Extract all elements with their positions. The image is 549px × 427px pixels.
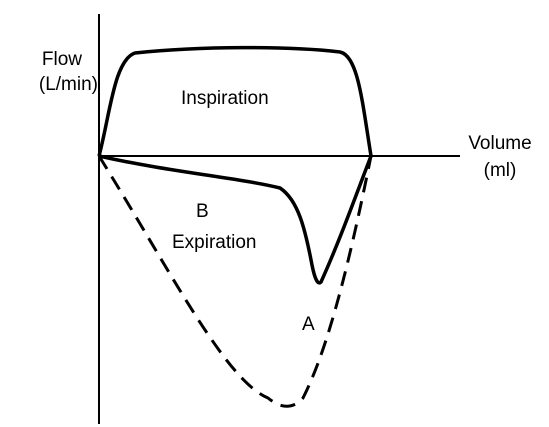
x-axis-label-line2: (ml) <box>483 160 517 181</box>
expiration-curve-a <box>97 155 373 408</box>
inspiration-curve <box>97 45 373 157</box>
curve-b-label: B <box>196 201 209 222</box>
expiration-curve-b <box>98 154 373 285</box>
y-axis-label-line2: (L/min) <box>38 74 98 95</box>
inspiration-label: Inspiration <box>181 88 269 109</box>
x-axis-label-line1: Volume <box>468 133 532 154</box>
expiration-label: Expiration <box>172 232 257 253</box>
y-axis-label-line1: Flow <box>41 49 82 70</box>
curve-a-label: A <box>302 314 315 335</box>
